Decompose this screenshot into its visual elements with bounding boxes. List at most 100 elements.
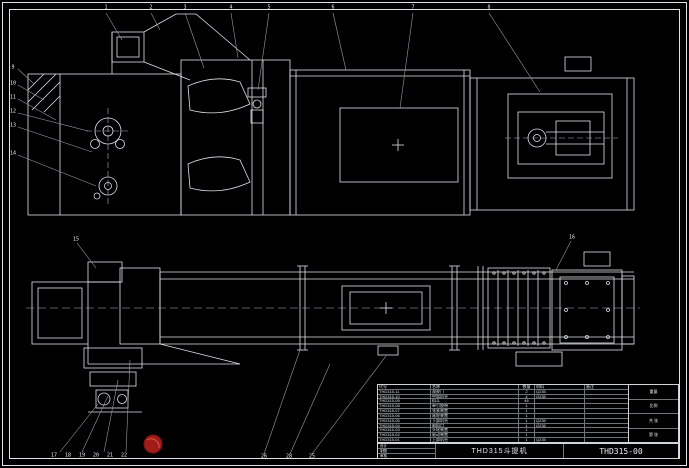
bom-cell: 2 (518, 389, 534, 394)
callout-number: 19 (78, 452, 86, 459)
callout-number: 2 (149, 4, 153, 11)
bom-cell: 观察门 (430, 389, 518, 394)
bom-cell: THD315-04 (379, 423, 400, 428)
callout-number: 22 (120, 452, 128, 459)
bom-cell: Q235 (534, 394, 584, 399)
head-casing (27, 73, 182, 216)
bom-cell: THD315-07 (379, 409, 400, 413)
drive-plate (487, 251, 635, 367)
callout-number: 3 (183, 4, 187, 11)
bom-cell: THD315-10 (379, 394, 400, 399)
bom-cell (534, 399, 584, 404)
bom-cell (584, 389, 628, 394)
bom-cell: 料斗 (430, 399, 518, 404)
bom-cell: 名称 (430, 385, 518, 389)
bom-cell: 数量 (518, 385, 534, 389)
bom-cell: 头轮装置 (430, 428, 518, 433)
inlet-chute (111, 13, 251, 81)
bom-cell: 张紧装置 (430, 409, 518, 413)
bom-cell: 1 (518, 409, 534, 413)
leader-lines (17, 12, 572, 455)
bom-cell: 1 (518, 404, 534, 409)
bom-cell (584, 394, 628, 399)
title-block-field: 第 张 (629, 427, 678, 443)
callout-number: 1 (104, 4, 108, 11)
bom-cell (534, 428, 584, 433)
bom-cell: THD315-08 (379, 404, 400, 409)
bom-cell: 上部机壳 (430, 438, 518, 442)
bom-cell: 备注 (584, 385, 628, 389)
callout-number: 21 (106, 452, 114, 459)
title-block-field: 比例 (629, 398, 678, 414)
bottom-view (26, 251, 640, 413)
callout-number: 17 (50, 452, 58, 459)
callout-number: 11 (9, 94, 17, 101)
bom-cell (534, 413, 584, 418)
title-block-field: 重量 (649, 388, 658, 394)
callout-number: 15 (72, 236, 80, 243)
bom-cell: 1 (518, 423, 534, 428)
bom-cell (584, 428, 628, 433)
bom-cell (584, 409, 628, 413)
bom-cell: THD315-05 (379, 418, 400, 423)
bom-cell (584, 423, 628, 428)
top-view (27, 13, 635, 216)
callout-number: 7 (411, 4, 415, 11)
bom-cell (584, 433, 628, 438)
bom-cell: THD315-09 (379, 399, 400, 404)
callout-number: 16 (568, 234, 576, 241)
bom-cell (534, 404, 584, 409)
bom-cell: 卸料口 (430, 423, 518, 428)
bom-cell: Q235 (534, 418, 584, 423)
bom-cell: 1 (518, 418, 534, 423)
drive-section (469, 56, 635, 211)
bom-cell: THD315-01 (379, 438, 400, 442)
bom-cell: 代号 (379, 385, 387, 389)
callout-number: 9 (11, 64, 15, 71)
callout-number: 10 (9, 80, 17, 87)
bom-cell: 46 (518, 399, 534, 404)
bom-cell: 1 (518, 438, 534, 442)
callout-number: 26 (260, 453, 268, 460)
bom-cell: THD315-02 (379, 433, 400, 438)
bom-cell: 材料 (534, 385, 584, 389)
callout-number: 18 (64, 452, 72, 459)
drawing-title: THD315斗提机 (436, 444, 564, 458)
callout-number: 20 (92, 452, 100, 459)
title-block-side: 重量比例共 张第 张 (629, 384, 679, 443)
callout-number: 8 (487, 4, 491, 11)
callout-number: 14 (9, 150, 17, 157)
bom-cell: THD315-06 (379, 413, 400, 418)
bom-cell: 1 (518, 428, 534, 433)
head-pulley (86, 108, 130, 206)
bom-cell: Q235 (534, 438, 584, 442)
bom-cell: THD315-11 (379, 389, 400, 394)
signature-label: 制图 (378, 448, 435, 453)
middle-casing (289, 69, 471, 216)
bom-cell: 1 (518, 413, 534, 418)
bom-cell: 牵引胶带 (430, 404, 518, 409)
bucket-housing (180, 59, 291, 216)
title-block: 设计制图审核 THD315斗提机 THD315-00 (377, 443, 679, 459)
bom-cell: 尾轮装置 (430, 413, 518, 418)
drawing-number: THD315-00 (599, 446, 643, 456)
bom-cell: 4 (518, 394, 534, 399)
callout-number: 12 (9, 108, 17, 115)
bom-cell: 驱动装置 (430, 433, 518, 438)
title-block-field: 共 张 (629, 413, 678, 428)
bom-cell (584, 404, 628, 409)
bom-cell (534, 409, 584, 413)
